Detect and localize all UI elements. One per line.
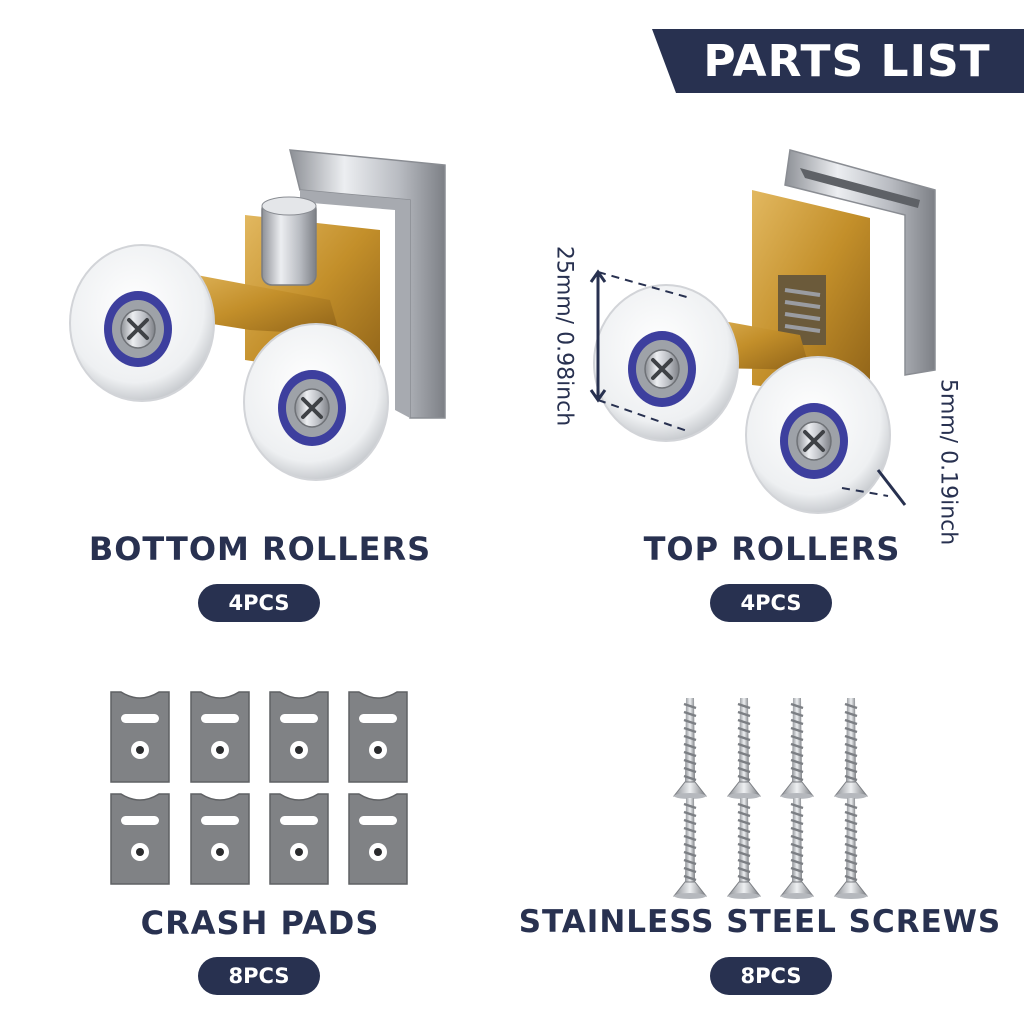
wheel-diameter-label: 25mm/ 0.98inch <box>551 245 577 427</box>
screws-caption: STAINLESS STEEL SCREWS <box>518 904 1002 940</box>
crash-pads-illustration <box>110 691 408 885</box>
bottom-rollers-caption: BOTTOM ROLLERS <box>88 530 432 568</box>
banner-title: PARTS LIST <box>703 35 991 87</box>
top-roller-illustration <box>589 149 936 515</box>
wheel-thickness-label: 5mm/ 0.19inch <box>935 378 961 546</box>
top-rollers-caption: TOP ROLLERS <box>643 530 901 568</box>
parts-list-banner: PARTS LIST <box>652 29 1024 93</box>
crash-pads-caption: CRASH PADS <box>140 904 380 942</box>
bottom-rollers-qty-badge: 4PCS <box>198 584 320 622</box>
top-rollers-qty-badge: 4PCS <box>710 584 832 622</box>
bottom-roller-illustration <box>68 149 446 482</box>
crash-pads-qty-badge: 8PCS <box>198 957 320 995</box>
screws-illustration <box>672 696 869 901</box>
screws-qty-badge: 8PCS <box>710 957 832 995</box>
